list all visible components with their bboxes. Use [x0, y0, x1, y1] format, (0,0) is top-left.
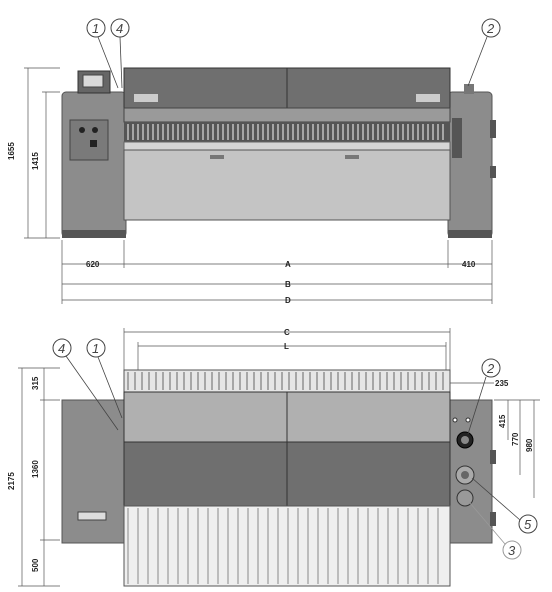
- dim-d: D: [285, 296, 291, 305]
- right-housing: [447, 91, 493, 238]
- round-switch-center: [461, 436, 469, 444]
- callout-5-bottom: 5: [471, 477, 538, 534]
- lower-body: [123, 149, 451, 221]
- svg-text:5: 5: [524, 517, 532, 532]
- right-knob: [490, 120, 496, 138]
- left-housing: [61, 91, 127, 238]
- lower-band: [123, 141, 451, 151]
- dim-c: C: [284, 328, 290, 337]
- dim-235: 235: [495, 379, 509, 388]
- callout-1-bottom: 1: [86, 338, 123, 419]
- callout-1-top: 1: [86, 18, 119, 89]
- svg-text:1: 1: [92, 21, 99, 36]
- left-housing-2: [61, 399, 127, 544]
- callout-4-bottom: 4: [52, 338, 119, 431]
- right-knob-2: [490, 450, 496, 464]
- dimension-lines-2: [18, 328, 540, 587]
- dim-980: 980: [525, 438, 534, 452]
- svg-text:4: 4: [116, 21, 123, 36]
- dim-l: L: [284, 342, 289, 351]
- top-view: 1655 1415 620 A 410 B D 1 4 2: [7, 18, 501, 305]
- svg-text:4: 4: [58, 341, 65, 356]
- foot-left: [62, 230, 126, 238]
- port-3: [456, 489, 474, 507]
- bottom-view: C L 315 2175 1360 500 235 415 770 980 4 …: [7, 328, 540, 587]
- callout-2-top: 2: [467, 18, 501, 87]
- dim-415: 415: [498, 414, 507, 428]
- indicator: [465, 417, 471, 423]
- dimension-lines: [24, 67, 493, 304]
- right-knob: [490, 166, 496, 178]
- top-fitting: [464, 84, 474, 94]
- dim-height-body: 1415: [31, 152, 40, 170]
- svg-text:2: 2: [486, 21, 495, 36]
- lower-rack-ticks: [127, 508, 439, 584]
- right-knob-2: [490, 512, 496, 526]
- control-switch: [90, 140, 97, 147]
- roller-ticks: [127, 124, 444, 140]
- lower-rack: [123, 505, 451, 587]
- right-panel: [452, 118, 462, 158]
- foot-right: [448, 230, 492, 238]
- dim-b: B: [285, 280, 291, 289]
- handle: [345, 155, 359, 159]
- dim-770: 770: [511, 432, 520, 446]
- control-button: [79, 127, 85, 133]
- handle: [210, 155, 224, 159]
- callout-4-top: 4: [110, 18, 130, 89]
- dim-height-total: 1655: [7, 142, 16, 160]
- dim-bottom-gap: 500: [31, 558, 40, 572]
- display-screen: [82, 74, 104, 88]
- svg-text:1: 1: [92, 341, 99, 356]
- upper-band: [123, 107, 451, 123]
- brand-plate: [416, 94, 440, 102]
- dim-a: A: [285, 260, 291, 269]
- svg-text:3: 3: [508, 543, 516, 558]
- callout-3-bottom: 3: [469, 502, 522, 560]
- control-panel: [69, 119, 109, 161]
- indicator: [452, 417, 458, 423]
- dim-left-width: 620: [86, 260, 100, 269]
- left-plate: [77, 511, 107, 521]
- dim-right-width: 410: [462, 260, 476, 269]
- callout-2-bottom: 2: [467, 358, 501, 435]
- rack-ticks: [127, 372, 444, 390]
- control-button: [92, 127, 98, 133]
- brand-plate: [134, 94, 158, 102]
- dim-mid-height: 1360: [31, 460, 40, 478]
- svg-text:2: 2: [486, 361, 495, 376]
- dim-total-height: 2175: [7, 472, 16, 490]
- dim-top-gap: 315: [31, 376, 40, 390]
- port-5-center: [461, 471, 469, 479]
